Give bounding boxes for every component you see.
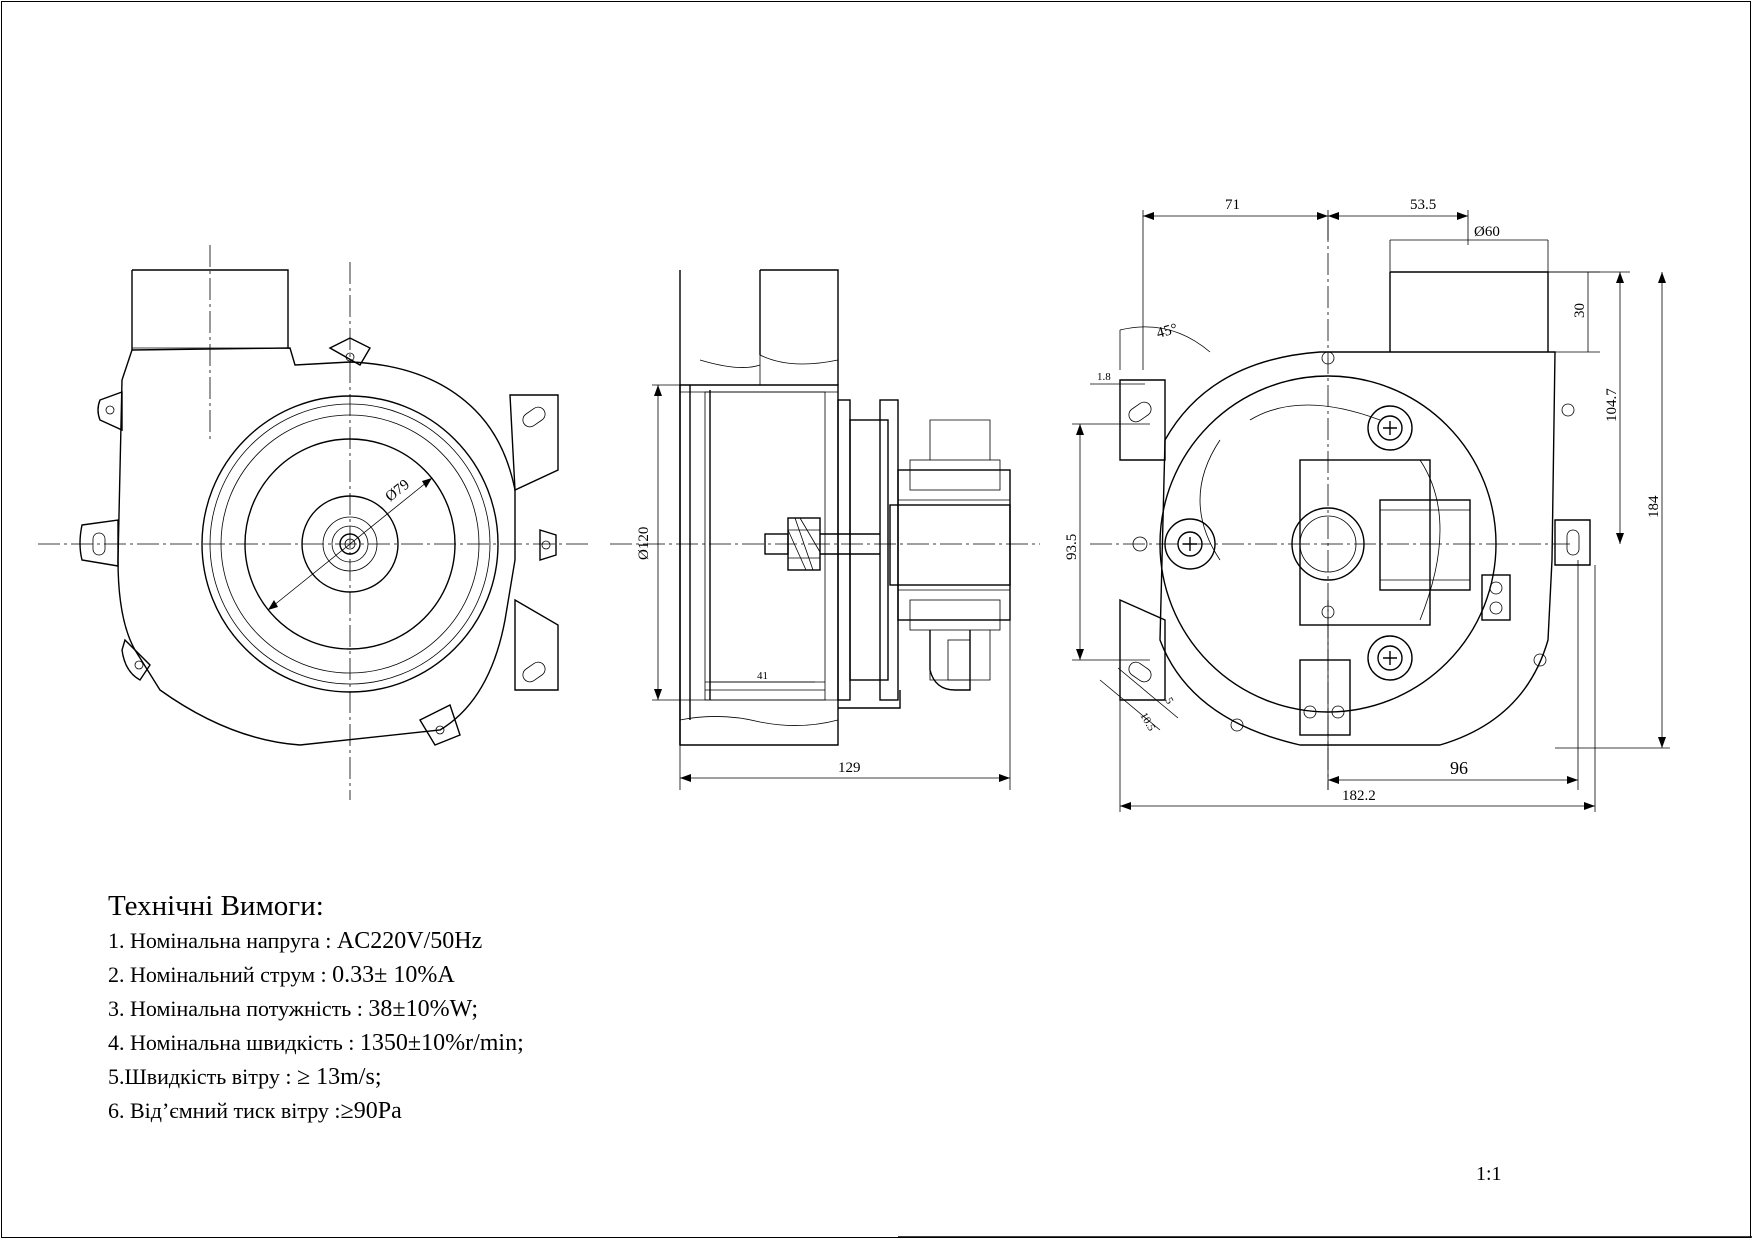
front-tab-top [328, 337, 371, 366]
front-tab-right-bottom [514, 598, 559, 691]
requirement-value: ≥90Pa [340, 1098, 402, 1124]
rear-screw-left [1164, 518, 1216, 570]
side-motor-body [897, 469, 1011, 621]
rear-tab-top [1119, 379, 1166, 461]
side-motor-mount [849, 419, 889, 681]
requirement-item: 2. Номінальний струм : 0.33± 10%A [108, 958, 524, 992]
front-housing [117, 347, 516, 746]
rear-tab-bottom [1119, 598, 1166, 701]
requirement-value: 38±10%W; [368, 996, 479, 1022]
dim-front-diameter: Ø79 [383, 477, 413, 506]
requirement-label: 2. Номінальний струм : [108, 962, 333, 987]
dim-rear-right: 53.5 [1410, 197, 1436, 213]
dim-total-height: 184 [1646, 495, 1662, 518]
front-diameter-line [267, 477, 433, 611]
rear-screw-bottom [1367, 635, 1413, 681]
rear-screw-top [1367, 405, 1413, 451]
requirement-label: 4. Номінальна швидкість : [108, 1030, 360, 1055]
rear-bracket [1299, 659, 1351, 736]
front-tab-right-top [509, 394, 559, 492]
rear-motor [1299, 459, 1431, 626]
dim-rear-left: 71 [1225, 197, 1240, 213]
side-outlet [759, 269, 839, 385]
side-flange [837, 399, 851, 701]
dim-outlet-to-center: 104.7 [1604, 388, 1620, 422]
requirement-item: 1. Номінальна напруга : AC220V/50Hz [108, 924, 524, 958]
dim-outlet-diameter: Ø60 [1474, 224, 1500, 240]
front-tab-right [539, 529, 557, 561]
dim-mount-height: 93.5 [1064, 534, 1080, 560]
rear-bearing [1291, 507, 1365, 581]
side-motor-core [889, 504, 1011, 586]
dim-tab-offset: 1.8 [1097, 371, 1111, 383]
technical-requirements: Технічні Вимоги: 1. Номінальна напруга :… [108, 888, 524, 1128]
requirement-value: 1350±10%r/min; [359, 1030, 524, 1056]
requirement-value: AC220V/50Hz [336, 928, 483, 954]
dim-slot-length: 10.5 [1137, 711, 1157, 734]
requirement-item: 6. Від’ємний тиск вітру :≥90Pa [108, 1094, 524, 1128]
front-tab-left-top [97, 391, 123, 432]
front-outlet [131, 269, 289, 350]
requirement-item: 4. Номінальна швидкість : 1350±10%r/min; [108, 1026, 524, 1060]
requirements-title: Технічні Вимоги: [108, 890, 324, 922]
rear-tab-right [1554, 519, 1591, 566]
requirement-label: 3. Номінальна потужність : [108, 996, 369, 1021]
front-ring-outer [201, 395, 499, 693]
side-nut [764, 533, 789, 555]
dim-total-width: 182.2 [1342, 788, 1376, 804]
requirement-label: 6. Від’ємний тиск вітру : [108, 1098, 341, 1123]
rear-housing [1159, 351, 1556, 746]
requirement-value: 0.33± 10%A [332, 962, 455, 988]
side-view: Ø120 41 129 [610, 269, 1040, 790]
rear-outlet [1389, 271, 1549, 352]
rear-terminal [1481, 574, 1511, 621]
requirement-label: 5.Швидкість вітру : [108, 1064, 297, 1089]
dim-side-length: 129 [838, 760, 861, 776]
front-view: Ø79 [38, 245, 590, 800]
front-ring-mid [244, 438, 456, 650]
dim-outlet-height: 30 [1572, 303, 1588, 318]
drawing-scale: 1:1 [1476, 1163, 1502, 1185]
dim-side-depth: 41 [757, 670, 768, 682]
dim-mount-angle: 45° [1155, 321, 1179, 342]
requirement-value: ≥ 13m/s; [296, 1064, 382, 1090]
side-housing [679, 384, 839, 746]
front-tab-bottom [419, 704, 461, 746]
front-hub [301, 495, 399, 593]
rear-view: 71 53.5 Ø60 30 104.7 184 [1064, 197, 1670, 812]
front-tab-left [79, 519, 119, 567]
requirement-item: 5.Швидкість вітру : ≥ 13m/s; [108, 1060, 524, 1094]
dim-slot-width: 5 [1162, 696, 1175, 707]
front-tab-left-bottom [121, 638, 151, 681]
requirement-item: 3. Номінальна потужність : 38±10%W; [108, 992, 524, 1026]
dim-side-diameter: Ø120 [636, 527, 652, 560]
requirement-label: 1. Номінальна напруга : [108, 928, 337, 953]
side-capacitor [929, 630, 971, 691]
rear-coil [1379, 499, 1471, 591]
dim-right-offset: 96 [1450, 758, 1468, 778]
